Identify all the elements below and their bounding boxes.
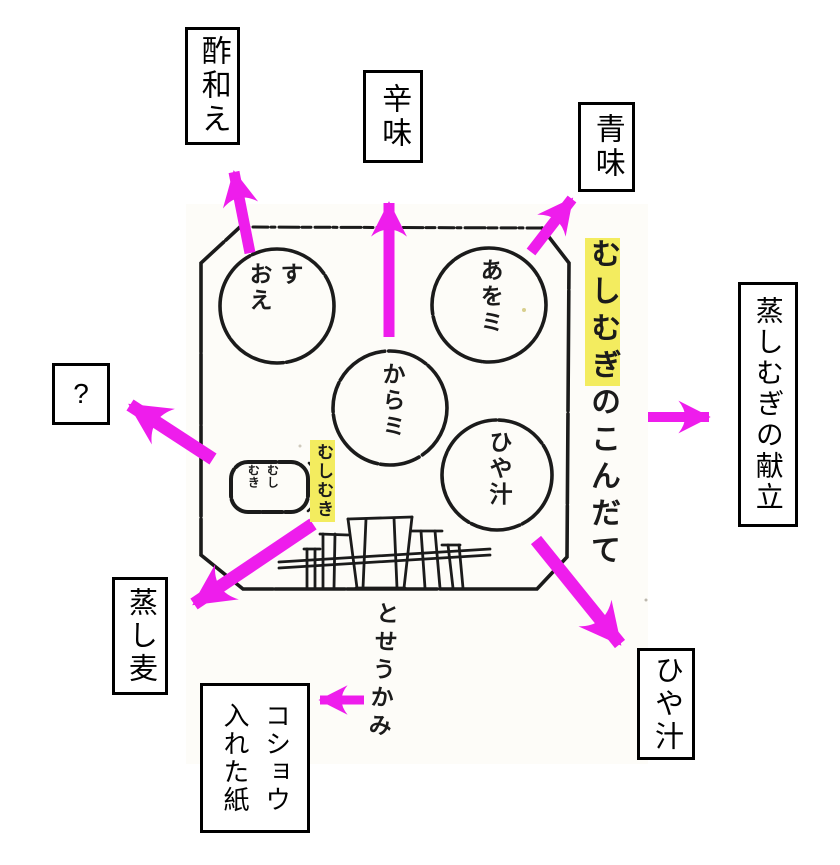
label-box-unknown: ?: [52, 363, 110, 425]
circle-label-aomi: あをミ: [476, 258, 504, 336]
scan-paper: [186, 204, 648, 764]
circle-karami: [331, 349, 449, 467]
side-caption-highlight: むしむぎ: [585, 238, 620, 386]
dish-circles: [218, 246, 554, 532]
label-box-hiyajiru: ひや汁: [637, 648, 695, 760]
arrow-to-suae: [222, 170, 259, 255]
circle-suae: [218, 247, 336, 365]
side-caption: むしむぎのこんだて: [585, 238, 620, 598]
arrow-to-hiyajiru: [530, 535, 626, 649]
arrows: [126, 170, 711, 715]
label-box-aomi: 青味: [578, 102, 635, 192]
packet-label: むし むき: [246, 464, 280, 488]
arrow-to-mushimugi: [190, 518, 317, 610]
arrow-to-unknown: [126, 399, 217, 465]
chopstick-2: [277, 553, 492, 570]
arrow-to-aomi: [526, 195, 577, 256]
circle-label-hiyajiru: ひや汁: [485, 430, 513, 508]
circle-label-suae: す おえ: [245, 262, 304, 314]
circle-label-karami: からミ: [378, 362, 406, 440]
packet-caption-highlighted: むしむき: [310, 440, 335, 522]
label-box-mushimugi: 蒸し麦: [112, 577, 168, 695]
chopstick-1: [277, 547, 492, 564]
circle-hiyajiru: [440, 418, 554, 532]
label-box-karami: 辛味: [363, 70, 423, 163]
label-box-kosho: コショウ 入れた紙: [200, 683, 310, 833]
label-box-kondate: 蒸しむぎの献立: [738, 282, 798, 527]
stand-drawing: [277, 515, 492, 590]
side-caption-rest: のこんだて: [585, 386, 620, 571]
label-box-suae: 酢和え: [185, 27, 240, 145]
circle-aomi: [430, 246, 548, 364]
